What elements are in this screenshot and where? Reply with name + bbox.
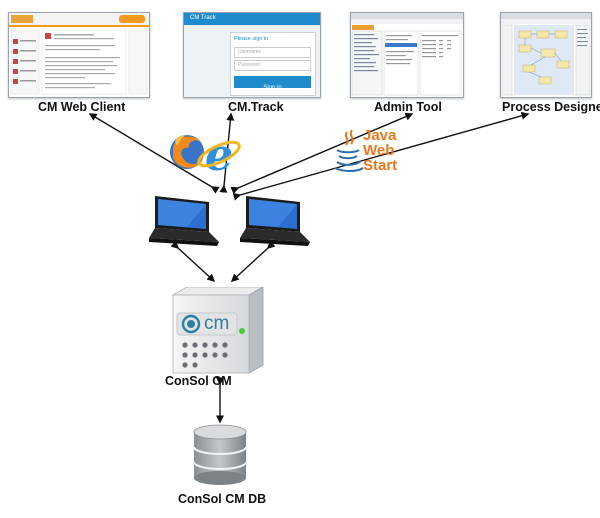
arrow-process-designer [232,111,530,201]
firefox-icon [170,135,204,169]
arrow-laptop-left-server [170,240,216,283]
web-client-label: CM Web Client [38,100,126,114]
web-client-screenshot [8,12,150,98]
java-ws-line-3: Start [363,157,398,174]
cm-track-screenshot: CM Track Please sign in Username Passwor… [183,12,321,98]
track-sign-in-label: Sign in [263,85,282,91]
track-sign-in-button[interactable]: Sign in [234,76,311,91]
java-ws-line-2: Web [363,142,395,159]
process-designer-screenshot-art [501,13,591,96]
process-designer-label: Process Designer [502,100,600,114]
consol-cm-logo [181,314,201,334]
arrow-track [219,112,235,193]
server-icon [171,287,264,374]
laptop-icon [149,196,219,246]
java-web-start-icon: Java Web Start [333,128,413,174]
admin-tool-screenshot [350,12,464,98]
track-username-placeholder: Username [238,49,262,55]
admin-tool-screenshot-art [351,13,463,96]
server-label: ConSol CM [165,374,232,388]
database-icon [193,424,247,485]
track-header-title: CM Track [190,15,216,21]
database-label: ConSol CM DB [178,492,267,506]
cm-track-label: CM.Track [228,100,284,114]
java-cup-icon [334,129,364,172]
browser-icons: e [170,130,241,178]
track-password-field[interactable]: Password [234,60,311,71]
web-client-screenshot-art [9,13,149,95]
track-password-placeholder: Password [238,62,260,68]
admin-tool-label: Admin Tool [374,100,442,114]
arrow-laptop-right-server [230,240,276,283]
track-username-field[interactable]: Username [234,47,311,58]
arrow-web-client [88,113,220,194]
process-designer-screenshot [500,12,592,98]
svg-text:e: e [205,130,233,178]
server-logo-text: cm [204,313,230,334]
track-sign-in-prompt: Please sign in [234,36,269,42]
internet-explorer-icon: e [197,130,241,178]
track-header-bar [184,13,320,25]
laptop-icon [240,196,310,246]
java-ws-line-1: Java [363,127,397,144]
